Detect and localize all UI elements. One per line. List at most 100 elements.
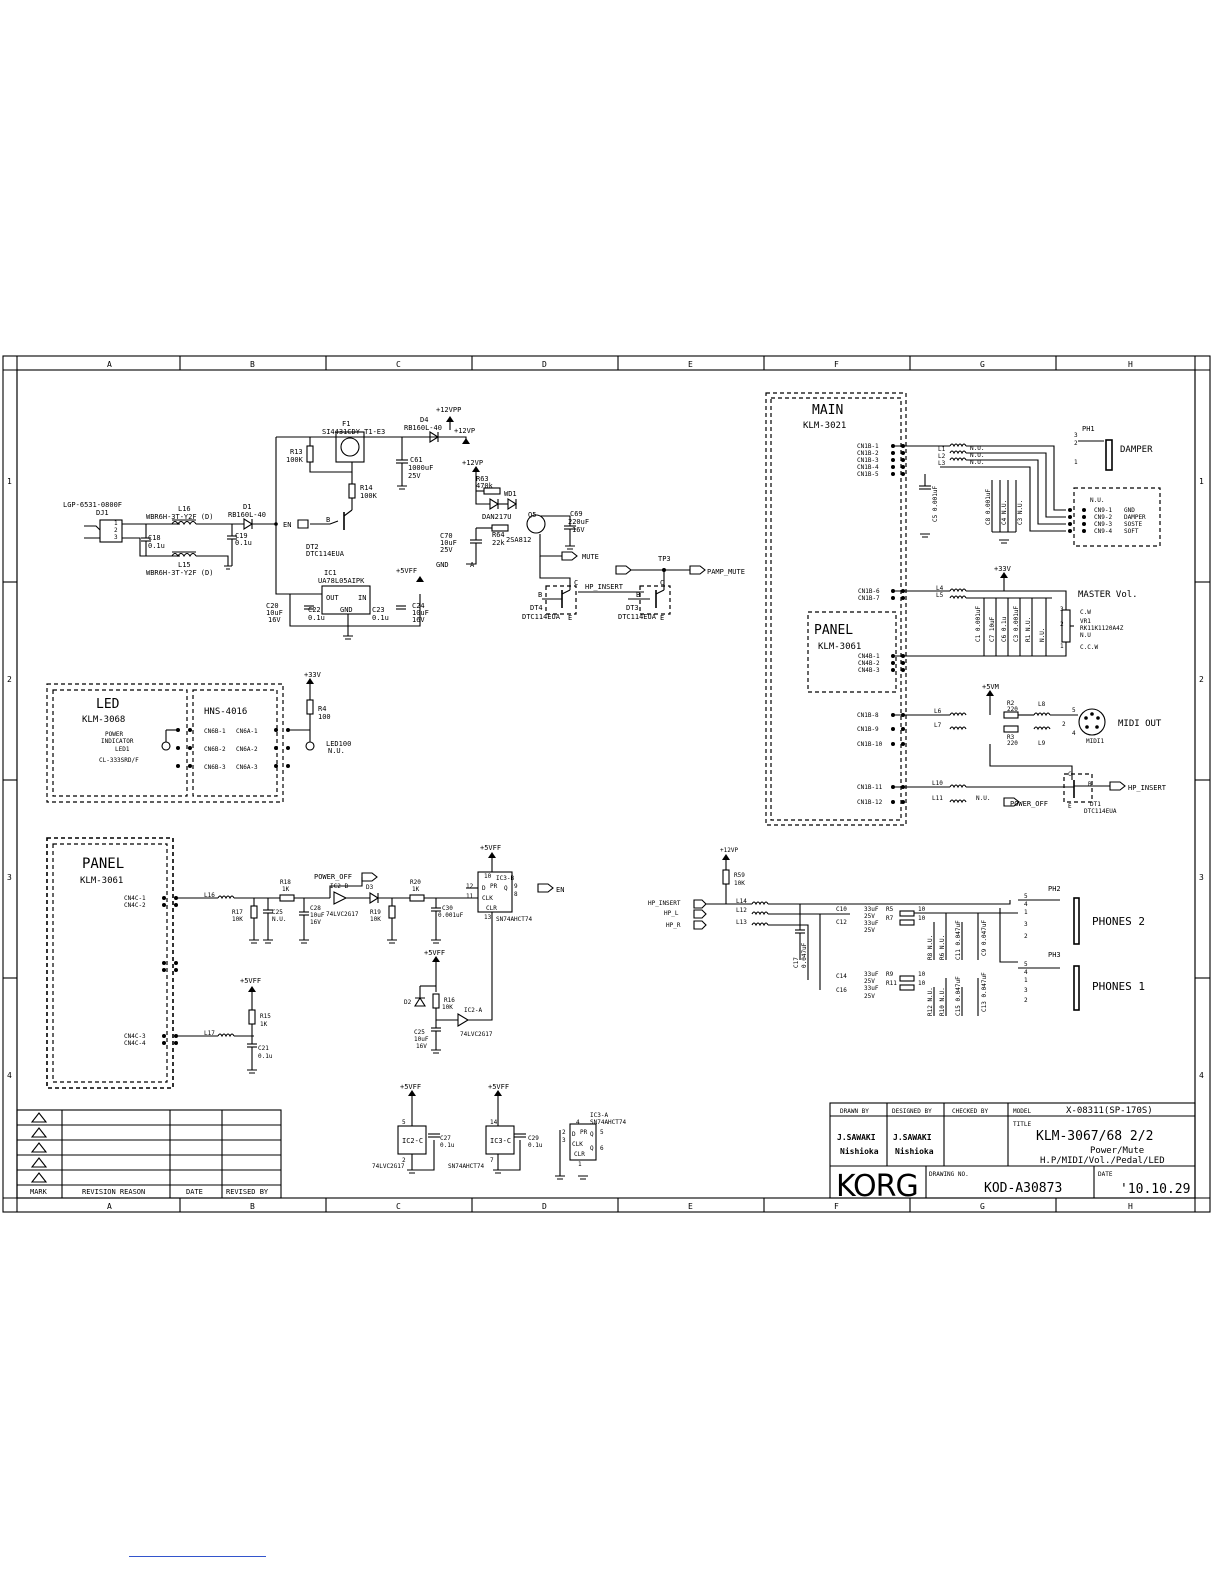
svg-text:10: 10 <box>918 906 926 913</box>
ic-power-section: +5VFF IC2-C 52 C27 0.1u 74LVC2G17 +5VFF … <box>372 1083 627 1180</box>
mute-port <box>561 551 578 561</box>
korg-logo: KORG <box>836 1169 918 1204</box>
svg-text:+5VFF: +5VFF <box>424 949 445 957</box>
svg-text:H.P/MIDI/Vol./Pedal/LED: H.P/MIDI/Vol./Pedal/LED <box>1040 1156 1165 1166</box>
svg-text:CN9-2: CN9-2 <box>1094 514 1112 521</box>
main-title: MAIN <box>812 403 843 418</box>
svg-text:1: 1 <box>578 1161 582 1168</box>
svg-text:220uF: 220uF <box>568 518 589 526</box>
svg-text:L17: L17 <box>204 1030 215 1037</box>
ic3b-flipflop <box>477 871 513 913</box>
svg-text:DTC114EUA: DTC114EUA <box>522 613 561 621</box>
svg-text:3: 3 <box>562 1137 566 1144</box>
svg-text:E: E <box>660 614 664 622</box>
phones-section: +12VP R59 10K HP_INSERT HP_L HP_R L14 L1… <box>648 847 1145 1016</box>
main-code: KLM-3021 <box>803 421 846 431</box>
svg-text:R16: R16 <box>444 997 455 1004</box>
svg-text:0.047uF: 0.047uF <box>801 942 808 968</box>
panel-top-code: KLM-3061 <box>818 642 861 652</box>
col-label: E <box>688 1202 693 1211</box>
svg-text:C: C <box>660 579 664 587</box>
svg-text:2: 2 <box>1060 621 1064 628</box>
rev-header: MARK <box>30 1188 48 1196</box>
svg-text:CN6B-3: CN6B-3 <box>204 764 226 771</box>
rev-header: DATE <box>186 1188 203 1196</box>
phones2-label: PHONES 2 <box>1092 915 1145 928</box>
svg-text:L3: L3 <box>938 460 946 467</box>
svg-text:IC3-B: IC3-B <box>496 875 514 882</box>
svg-text:R5: R5 <box>886 906 894 913</box>
svg-text:3: 3 <box>114 534 118 541</box>
svg-text:R64: R64 <box>492 531 505 539</box>
led-title: LED <box>96 697 120 712</box>
svg-text:PR: PR <box>580 1129 588 1136</box>
panel-top-outline <box>807 611 897 693</box>
svg-text:CLR: CLR <box>574 1151 585 1158</box>
svg-text:IC3-C: IC3-C <box>490 1137 511 1145</box>
svg-text:C24: C24 <box>412 602 425 610</box>
svg-text:SN74AHCT74: SN74AHCT74 <box>590 1119 627 1126</box>
svg-text:L16: L16 <box>204 892 215 899</box>
svg-text:L2: L2 <box>938 453 946 460</box>
svg-text:33uF: 33uF <box>864 985 879 992</box>
svg-text:4: 4 <box>1024 969 1028 976</box>
svg-text:DTC114EUA: DTC114EUA <box>1084 808 1117 815</box>
svg-text:16V: 16V <box>572 526 585 534</box>
svg-text:C22: C22 <box>308 606 321 614</box>
svg-text:PH3: PH3 <box>1048 951 1061 959</box>
midi-din-connector <box>1078 708 1106 736</box>
led1-indicator <box>161 741 171 751</box>
svg-text:C19: C19 <box>235 532 248 540</box>
svg-text:C70: C70 <box>440 532 453 540</box>
col-label: F <box>834 360 839 369</box>
mute-section: +12VP R63 470k WD1 DAN217U Q5 2SA812 R64… <box>436 459 745 622</box>
svg-text:E: E <box>1068 803 1072 810</box>
svg-text:CN1B-4: CN1B-4 <box>857 464 879 471</box>
drawing-number: KOD-A30873 <box>984 1181 1062 1196</box>
revision-mark-icons <box>30 1112 48 1183</box>
svg-text:C12: C12 <box>836 919 847 926</box>
svg-text:C4 N.U.: C4 N.U. <box>1001 500 1008 525</box>
svg-text:Q: Q <box>590 1145 594 1152</box>
ic2b-buffer <box>333 891 348 905</box>
power-input-section: LGP-6531-0800F DJ1 123 L16 WBR6H-3T-Y2F … <box>63 406 475 640</box>
svg-text:IC3-A: IC3-A <box>590 1112 608 1119</box>
svg-text:IC2-A: IC2-A <box>464 1007 482 1014</box>
svg-text:1: 1 <box>1074 459 1078 466</box>
svg-text:25V: 25V <box>864 927 875 934</box>
svg-text:8: 8 <box>514 891 518 898</box>
svg-text:C13 0.047uF: C13 0.047uF <box>981 972 988 1012</box>
rev-header: REVISION REASON <box>82 1188 145 1196</box>
svg-text:C: C <box>574 579 578 587</box>
drawing-frame: A B C D E F G H A B C D E F G H 1 2 3 4 … <box>2 355 1211 1213</box>
svg-text:6: 6 <box>600 1145 604 1152</box>
svg-text:5: 5 <box>1072 707 1076 714</box>
svg-text:CN1B-10: CN1B-10 <box>857 741 883 748</box>
svg-text:2: 2 <box>402 1157 406 1164</box>
d1-diode <box>243 518 254 530</box>
svg-text:C61: C61 <box>410 456 423 464</box>
svg-text:1K: 1K <box>260 1021 268 1028</box>
svg-text:C29: C29 <box>528 1135 539 1142</box>
svg-text:74LVC2G17: 74LVC2G17 <box>326 911 359 918</box>
svg-text:RB160L-40: RB160L-40 <box>404 424 442 432</box>
svg-text:LED100: LED100 <box>326 740 351 748</box>
svg-text:GND: GND <box>436 561 449 569</box>
svg-text:10uF: 10uF <box>412 609 429 617</box>
svg-text:220: 220 <box>1007 740 1018 747</box>
svg-text:16V: 16V <box>412 616 425 624</box>
col-label: D <box>542 1202 547 1211</box>
svg-text:10: 10 <box>918 980 926 987</box>
svg-text:10: 10 <box>918 971 926 978</box>
svg-text:C15 0.047uF: C15 0.047uF <box>955 976 962 1016</box>
pamp-mute-port <box>689 565 706 575</box>
svg-text:16V: 16V <box>268 616 281 624</box>
svg-text:B: B <box>1088 781 1092 788</box>
l15-inductor <box>171 552 197 558</box>
cn1b-top-connector: CN1B-1 CN1B-2 CN1B-3 CN1B-4 CN1B-5 L1L2L… <box>857 443 1066 544</box>
footer-link-underline[interactable] <box>129 1556 266 1557</box>
svg-text:4: 4 <box>1024 901 1028 908</box>
